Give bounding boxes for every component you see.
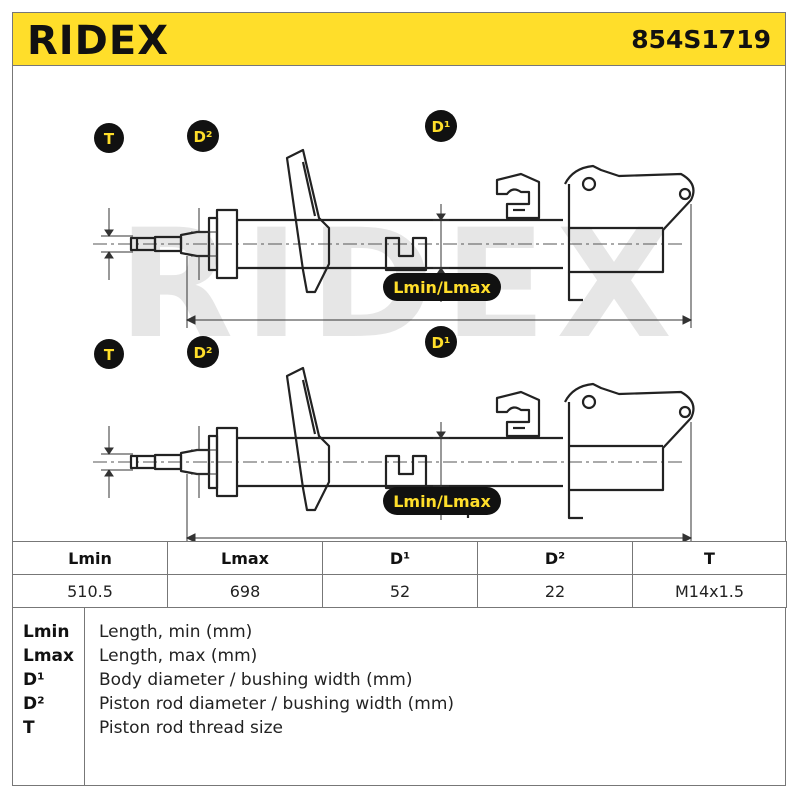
badge-d2-bottom: D²	[187, 336, 219, 368]
header-lmax: Lmax	[167, 541, 323, 575]
svg-text:D¹: D¹	[431, 118, 450, 136]
table-header-row: Lmin Lmax D¹ D² T	[12, 541, 787, 575]
badge-t-bottom: T	[94, 339, 124, 369]
badge-d1-top: D¹	[425, 110, 457, 142]
legend-key: D²	[23, 694, 45, 714]
header-d2: D²	[477, 541, 633, 575]
svg-text:Lmin/Lmax: Lmin/Lmax	[393, 492, 491, 511]
part-number: 854S1719	[631, 25, 771, 54]
legend-key: T	[23, 718, 35, 738]
legend-item: D¹ Body diameter / bushing width (mm)	[13, 668, 785, 692]
svg-text:D²: D²	[193, 344, 212, 362]
svg-text:Lmin/Lmax: Lmin/Lmax	[393, 278, 491, 297]
header-bar: RIDEX 854S1719	[12, 12, 786, 66]
value-lmin: 510.5	[12, 574, 168, 608]
header-lmin: Lmin	[12, 541, 168, 575]
badge-d2-top: D²	[187, 120, 219, 152]
value-t: M14x1.5	[632, 574, 787, 608]
legend-item: Lmax Length, max (mm)	[13, 644, 785, 668]
legend-divider	[84, 608, 85, 785]
svg-text:T: T	[104, 346, 115, 364]
legend-key: Lmax	[23, 646, 74, 666]
badge-length-bottom: Lmin/Lmax	[383, 487, 501, 515]
svg-text:D¹: D¹	[431, 334, 450, 352]
table-row: 510.5 698 52 22 M14x1.5	[12, 574, 787, 608]
legend-desc: Body diameter / bushing width (mm)	[99, 670, 413, 690]
legend-item: Lmin Length, min (mm)	[13, 620, 785, 644]
brand-logo: RIDEX	[27, 18, 170, 64]
legend-desc: Piston rod diameter / bushing width (mm)	[99, 694, 455, 714]
legend-panel: Lmin Length, min (mm) Lmax Length, max (…	[12, 608, 786, 786]
header-d1: D¹	[322, 541, 478, 575]
badge-t-top: T	[94, 123, 124, 153]
spec-table: Lmin Lmax D¹ D² T 510.5 698 52 22 M14x1.…	[12, 541, 787, 608]
strut-bottom	[91, 366, 695, 542]
header-t: T	[632, 541, 787, 575]
legend-key: D¹	[23, 670, 45, 690]
badge-length-top: Lmin/Lmax	[383, 273, 501, 301]
technical-drawing: RIDEX T D² D¹ Lmin/Lmax	[12, 66, 786, 542]
legend-item: T Piston rod thread size	[13, 716, 785, 740]
value-d1: 52	[322, 574, 478, 608]
legend-desc: Length, min (mm)	[99, 622, 253, 642]
badge-d1-bottom: D¹	[425, 326, 457, 358]
legend-desc: Piston rod thread size	[99, 718, 284, 738]
legend-key: Lmin	[23, 622, 70, 642]
shock-absorber-diagram: RIDEX T D² D¹ Lmin/Lmax	[91, 110, 695, 542]
legend-item: D² Piston rod diameter / bushing width (…	[13, 692, 785, 716]
value-d2: 22	[477, 574, 633, 608]
svg-text:T: T	[104, 130, 115, 148]
svg-text:D²: D²	[193, 128, 212, 146]
value-lmax: 698	[167, 574, 323, 608]
legend-desc: Length, max (mm)	[99, 646, 258, 666]
